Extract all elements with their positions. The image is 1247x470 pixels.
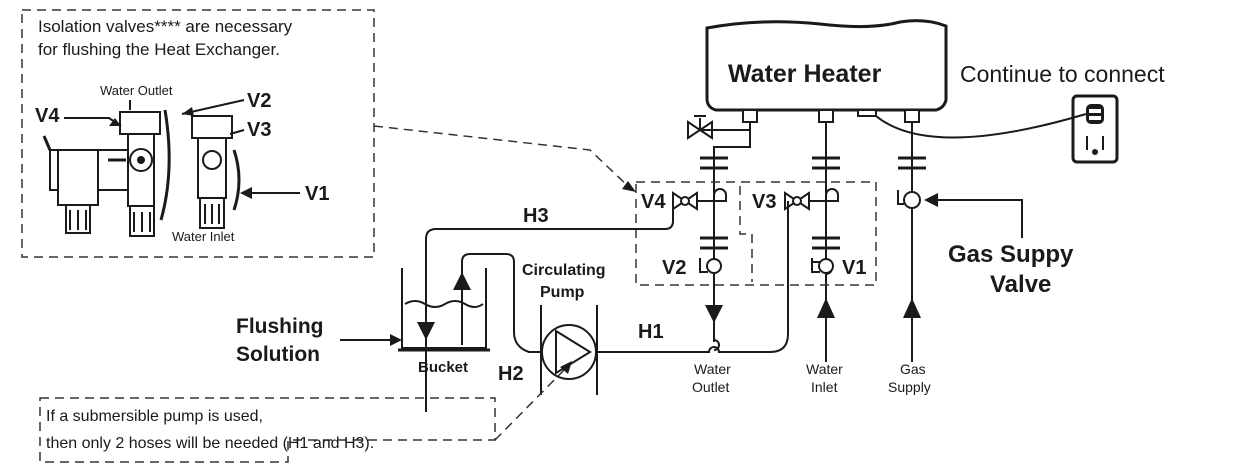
continue-to-connect-label: Continue to connect [960, 61, 1165, 87]
gas-supply-label-line1: Gas [900, 361, 926, 377]
water-outlet-line [700, 122, 751, 351]
inset-v2-label: V2 [247, 90, 271, 112]
gas-supply-label-line2: Supply [888, 379, 931, 395]
v4-valve-symbol [672, 191, 714, 211]
hose-h3 [425, 201, 674, 412]
inset-water-inlet-label: Water Inlet [172, 229, 235, 244]
inset-v1-label: V1 [305, 183, 329, 205]
isolation-valve-box [635, 181, 877, 286]
hose-h1 [595, 201, 789, 353]
v1-valve-symbol [811, 258, 834, 274]
electrical-outlet-icon [1071, 94, 1119, 164]
note-border [39, 397, 496, 463]
isolation-valves-inset: Isolation valves**** are necessary for f… [21, 9, 375, 258]
pump-label-line1: Circulating [522, 262, 606, 279]
v1-label: V1 [842, 257, 866, 279]
water-heater: Water Heater [705, 19, 948, 123]
gas-valve-label-line1: Gas Suppy [948, 241, 1074, 268]
isolation-note-line2: for flushing the Heat Exchanger. [38, 40, 280, 59]
flushing-label-line2: Solution [236, 343, 320, 366]
hose-h2-label: H2 [498, 363, 524, 385]
valve-box-divider [739, 186, 753, 282]
inset-leader-line [373, 125, 631, 189]
relief-valve-icon [687, 115, 751, 140]
gas-supply-line [897, 122, 926, 362]
flushing-arrow-head [390, 334, 402, 346]
submersible-note-line1: If a submersible pump is used, [46, 408, 263, 425]
hose-h2-arrow [453, 272, 471, 290]
bucket-label: Bucket [418, 359, 468, 376]
flushing-label-line1: Flushing [236, 315, 324, 338]
hose-h2 [461, 253, 549, 353]
inset-leader-arrow [622, 181, 636, 192]
water-heater-label: Water Heater [728, 60, 882, 88]
gas-valve-arrow-line [936, 199, 1023, 238]
hose-h3-label: H3 [523, 205, 549, 227]
circulating-pump [540, 305, 598, 395]
hose-h1-label: H1 [638, 321, 664, 343]
pump-label-line2: Pump [540, 284, 585, 301]
submersible-note-line2: then only 2 hoses will be needed (H1 and… [46, 435, 374, 452]
v3-label: V3 [752, 191, 776, 213]
gas-valve-arrow-head [924, 193, 938, 207]
water-inlet-label-line1: Water [806, 361, 843, 377]
power-cord [875, 113, 1087, 139]
v3-valve-symbol [784, 191, 826, 211]
water-inlet-label-line2: Inlet [811, 379, 838, 395]
inset-v4-label: V4 [35, 105, 60, 127]
bucket [398, 268, 490, 352]
note-leader-line [494, 367, 567, 441]
v4-label: V4 [641, 191, 666, 213]
isolation-valve-illustration [42, 99, 300, 237]
v2-label: V2 [662, 257, 686, 279]
water-inlet-line [812, 122, 840, 362]
inset-v3-label: V3 [247, 119, 271, 141]
note-leader-arrow [560, 361, 572, 374]
water-outlet-label-line1: Water [694, 361, 731, 377]
submersible-pump-note: If a submersible pump is used, then only… [39, 361, 572, 463]
v2-valve-symbol [699, 258, 722, 274]
inset-water-outlet-label: Water Outlet [100, 83, 173, 98]
hose-h3-arrow [417, 322, 435, 340]
gas-valve-label-line2: Valve [990, 271, 1051, 298]
water-outlet-label-line2: Outlet [692, 379, 729, 395]
isolation-note-line1: Isolation valves**** are necessary [38, 17, 293, 36]
